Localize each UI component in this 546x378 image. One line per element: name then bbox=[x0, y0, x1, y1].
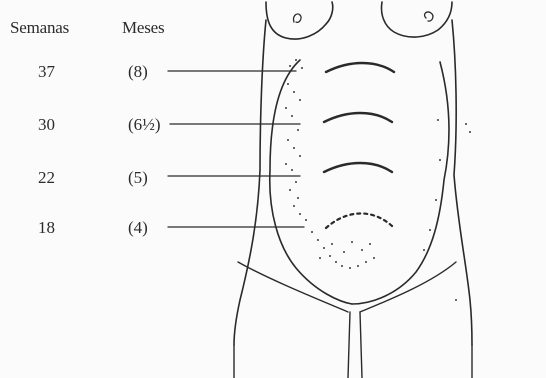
inner-thigh-left bbox=[348, 312, 350, 378]
left-nipple bbox=[294, 14, 302, 22]
fundus-arc-22-weeks bbox=[324, 163, 392, 172]
right-groin-line bbox=[360, 262, 456, 312]
inner-thigh-right bbox=[360, 312, 362, 378]
fundus-arc-18-weeks bbox=[326, 213, 392, 228]
belly-left-contour bbox=[270, 60, 352, 304]
right-nipple bbox=[425, 12, 433, 21]
left-groin-line bbox=[238, 262, 348, 312]
fundus-arc-37-weeks bbox=[326, 63, 394, 72]
torso-right-side bbox=[452, 20, 472, 345]
right-breast-outline bbox=[382, 2, 453, 37]
torso-left-side bbox=[234, 20, 266, 345]
fundus-arc-30-weeks bbox=[324, 113, 392, 122]
belly-right-contour bbox=[352, 62, 449, 304]
belly-shading-stipple bbox=[285, 59, 471, 301]
